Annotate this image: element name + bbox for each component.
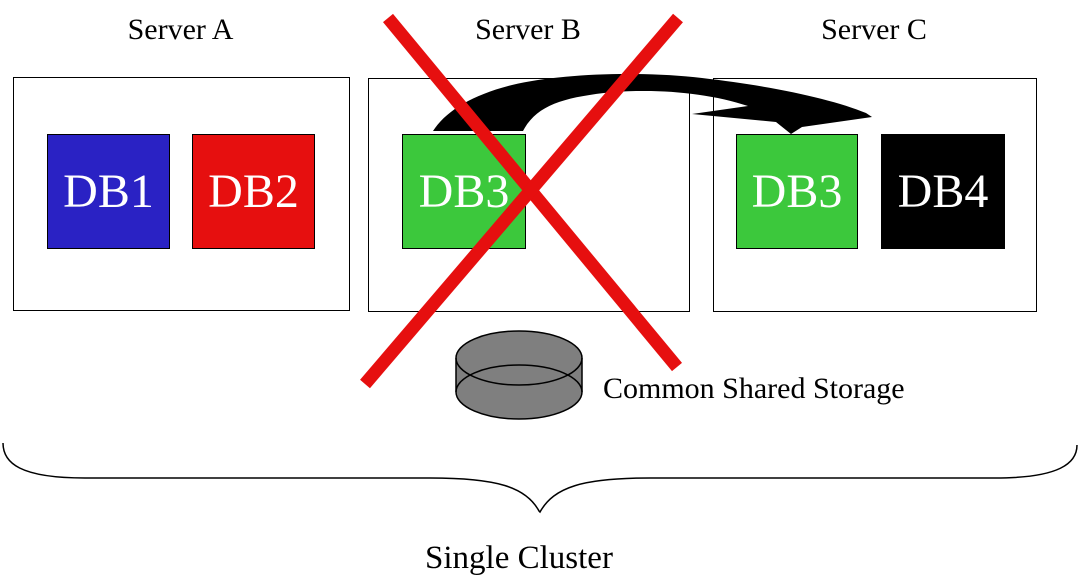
db2-box: DB2: [192, 134, 315, 249]
db3-server-c-box: DB3: [736, 134, 858, 249]
storage-cylinder-icon: [455, 330, 583, 420]
shared-storage-label: Common Shared Storage: [603, 372, 905, 405]
server-a-label: Server A: [127, 13, 234, 46]
server-c-box: DB3 DB4: [713, 78, 1037, 312]
db1-box: DB1: [47, 134, 170, 249]
db3-server-b-box: DB3: [402, 134, 526, 249]
single-cluster-label: Single Cluster: [425, 540, 613, 576]
server-b-label: Server B: [475, 13, 581, 46]
server-b-box: DB3: [368, 78, 690, 312]
server-c-label: Server C: [821, 13, 927, 46]
db4-box: DB4: [881, 134, 1005, 249]
cluster-brace-icon: [2, 442, 1078, 514]
server-a-box: DB1 DB2: [13, 77, 350, 311]
